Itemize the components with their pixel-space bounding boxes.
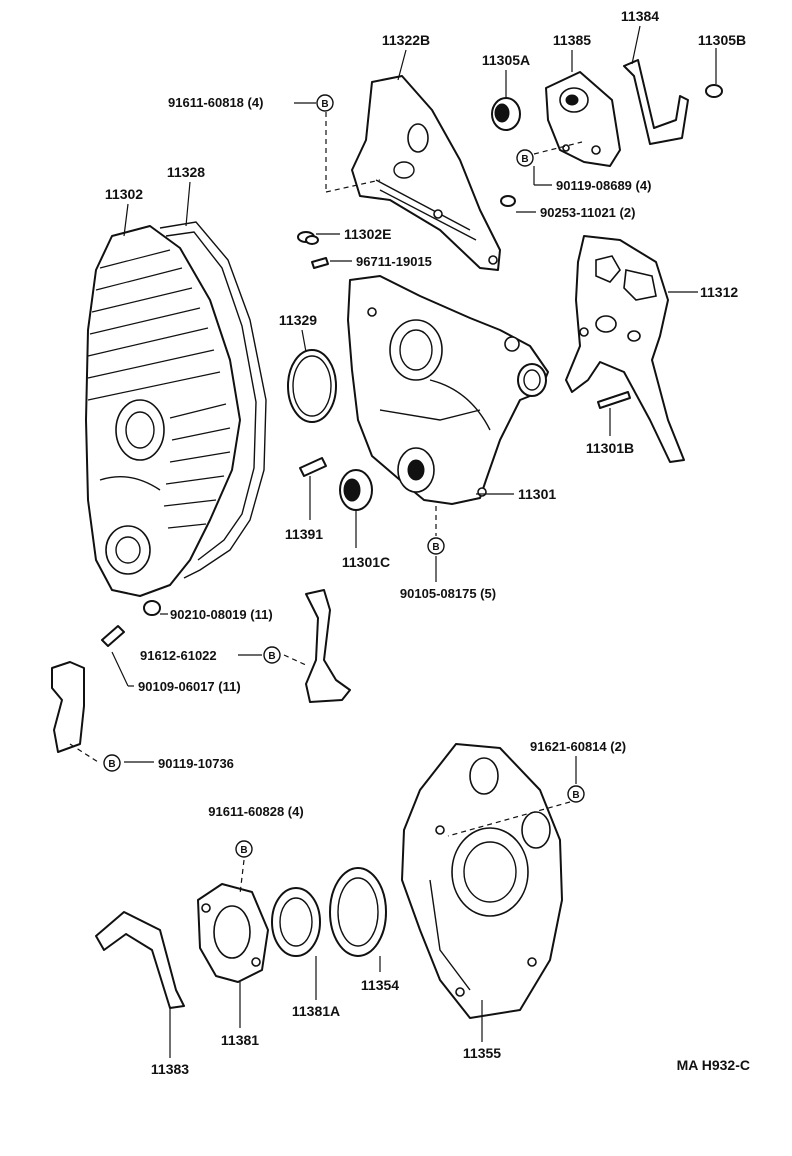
pin-90253-11021 xyxy=(500,195,516,207)
label-11381A: 11381A xyxy=(292,1003,340,1019)
label-11301B: 11301B xyxy=(586,440,634,456)
label-96711-19015: 96711-19015 xyxy=(356,254,432,269)
label-91611-60818: 91611-60818 (4) xyxy=(168,95,263,110)
label-90210-08019: 90210-08019 (11) xyxy=(170,607,273,622)
stud-11301B xyxy=(597,391,631,409)
label-11354: 11354 xyxy=(361,977,399,993)
label-90105-08175: 90105-08175 (5) xyxy=(400,586,496,601)
b-marker: B xyxy=(235,840,253,858)
label-11305A: 11305A xyxy=(482,52,530,68)
plug-11305B xyxy=(705,84,723,98)
b-marker-text: B xyxy=(521,154,528,165)
label-91611-60828: 91611-60828 (4) xyxy=(208,804,303,819)
b-marker: B xyxy=(263,646,281,664)
bracket-11384 xyxy=(623,59,689,145)
diagram-code: MA H932-C xyxy=(677,1057,750,1073)
seal-11301C xyxy=(339,469,373,511)
label-90119-08689: 90119-08689 (4) xyxy=(556,178,651,193)
leader-lines xyxy=(69,25,717,1058)
label-11312: 11312 xyxy=(700,284,738,300)
label-11385: 11385 xyxy=(553,32,591,48)
cover-plate-11322B xyxy=(351,75,501,271)
clip-11302E xyxy=(297,231,319,245)
label-11302: 11302 xyxy=(105,186,143,202)
b-marker-text: B xyxy=(432,542,439,553)
label-91612-61022: 91612-61022 xyxy=(140,648,217,663)
label-11383: 11383 xyxy=(151,1061,189,1077)
label-11384: 11384 xyxy=(621,8,659,24)
b-marker-text: B xyxy=(240,845,247,856)
label-90109-06017: 90109-06017 (11) xyxy=(138,679,241,694)
label-11381: 11381 xyxy=(221,1032,259,1048)
end-plate-11355 xyxy=(401,743,563,1019)
seal-11381A xyxy=(271,887,321,957)
label-11301: 11301 xyxy=(518,486,556,502)
b-marker-text: B xyxy=(108,759,115,770)
retainer-11381 xyxy=(197,883,269,983)
label-11355: 11355 xyxy=(463,1045,501,1061)
oring-11329 xyxy=(287,349,337,423)
label-11328: 11328 xyxy=(167,164,205,180)
gasket-11312 xyxy=(565,235,685,463)
b-marker-text: B xyxy=(572,790,579,801)
bracket-left xyxy=(51,661,85,753)
bolt-11391 xyxy=(299,457,327,477)
retainer-11385 xyxy=(545,71,621,167)
gasket-11328 xyxy=(159,221,267,579)
bracket-mid xyxy=(305,589,351,703)
seal-11354 xyxy=(329,867,387,957)
label-11301C: 11301C xyxy=(342,554,390,570)
label-11391: 11391 xyxy=(285,526,323,542)
label-11329: 11329 xyxy=(279,312,317,328)
b-marker-text: B xyxy=(268,651,275,662)
b-marker: B xyxy=(316,94,334,112)
label-11302E: 11302E xyxy=(344,226,392,242)
bolt-90109-06017 xyxy=(101,625,125,647)
b-marker: B xyxy=(567,785,585,803)
stud-96711-19015 xyxy=(311,257,329,269)
timing-case-11301 xyxy=(347,275,549,505)
b-marker: B xyxy=(103,754,121,772)
gasket-11328-inner xyxy=(165,231,257,561)
b-marker: B xyxy=(516,149,534,167)
seal-11305A xyxy=(491,97,521,131)
label-91621-60814: 91621-60814 (2) xyxy=(530,739,626,754)
label-90253-11021: 90253-11021 (2) xyxy=(540,205,635,220)
b-marker-text: B xyxy=(321,99,328,110)
bracket-11383 xyxy=(95,911,185,1009)
b-marker: B xyxy=(427,537,445,555)
label-11305B: 11305B xyxy=(698,32,746,48)
timing-cover-11302 xyxy=(85,225,241,597)
label-11322B: 11322B xyxy=(382,32,430,48)
label-90119-10736: 90119-10736 xyxy=(158,756,234,771)
washer-90210-08019 xyxy=(143,600,161,616)
